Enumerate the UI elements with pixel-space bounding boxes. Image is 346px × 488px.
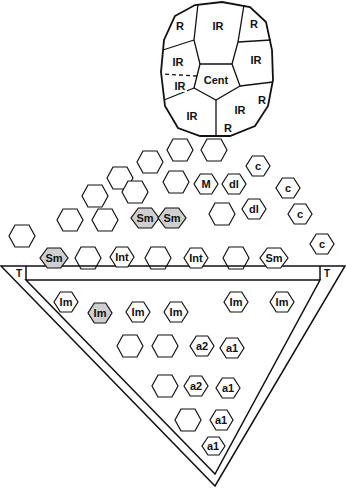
plates: [9, 139, 249, 431]
plate-label: Cent: [203, 74, 229, 86]
plate-label: c: [319, 238, 325, 250]
plate: Int: [109, 246, 135, 268]
plate-label: Im: [230, 296, 243, 308]
plate-label: IR: [172, 56, 185, 68]
plate-label: IR: [174, 80, 187, 92]
plate-label: Sm: [136, 212, 153, 224]
calyx-plate: IR: [171, 56, 186, 69]
plate-label: Sm: [45, 252, 62, 264]
plate: Sm: [39, 247, 69, 269]
plate: Im: [163, 301, 189, 323]
plate: a1: [219, 337, 245, 359]
plate: a1: [215, 377, 241, 399]
plate: c: [287, 203, 313, 225]
plate-label: IR: [186, 110, 199, 122]
plate: dl: [221, 173, 247, 195]
plate: Im: [223, 291, 249, 313]
calyx: [161, 2, 273, 136]
plate-label: R: [175, 20, 185, 32]
calyx-plate: Cent: [202, 74, 231, 87]
plate: dl: [241, 198, 267, 220]
plate: Int: [183, 247, 209, 269]
plate: a1: [209, 409, 234, 431]
plate-label: Sm: [265, 252, 282, 264]
calyx-plate: R: [174, 20, 186, 33]
plate-label: IR: [234, 104, 247, 116]
plate-label: dl: [249, 203, 259, 215]
plate-label: c: [255, 160, 261, 172]
calyx-plate: R: [222, 122, 234, 135]
plate: a1: [201, 436, 226, 456]
plate-label: IR: [212, 20, 225, 32]
plate-label: dl: [229, 178, 239, 190]
plate-label: Im: [60, 296, 73, 308]
plate: a2: [189, 335, 215, 357]
plate-label: c: [285, 182, 291, 194]
plate-label: Int: [189, 252, 202, 264]
plate-label: R: [223, 122, 233, 134]
plate-label: Im: [94, 307, 107, 319]
plate-label: a1: [222, 382, 234, 394]
corner-label: T: [324, 268, 330, 279]
plate-label: Sm: [163, 212, 180, 224]
plate: Sm: [130, 207, 160, 229]
plate-label: R: [257, 94, 267, 106]
plate: c: [275, 177, 301, 199]
plate-label: a1: [226, 342, 238, 354]
plate-label: Im: [170, 306, 183, 318]
plate-label: a1: [207, 440, 219, 452]
calyx-plate: R: [248, 18, 260, 31]
plate-label: Int: [115, 251, 128, 263]
plate: Im: [53, 291, 79, 313]
plate-label: R: [249, 18, 259, 30]
plate: M: [193, 173, 219, 195]
plate-label: IR: [250, 54, 263, 66]
calyx-plate: IR: [233, 104, 248, 117]
calyx-plate: IR: [211, 20, 226, 33]
plate: Sm: [259, 247, 289, 269]
plate-label: M: [201, 178, 210, 190]
calyx-plate: IR: [173, 80, 188, 93]
plate-label: Im: [132, 306, 145, 318]
frame: [1, 266, 345, 486]
corner-label: T: [16, 268, 22, 279]
plate-label: a2: [196, 340, 208, 352]
plate: Im: [87, 302, 113, 324]
plate: c: [245, 155, 271, 177]
plate-label: c: [297, 208, 303, 220]
plate-label: a1: [215, 414, 227, 426]
plate: Im: [125, 301, 151, 323]
plate-label: Im: [276, 296, 289, 308]
plate-label: a2: [190, 380, 202, 392]
plate: Im: [269, 291, 295, 313]
plate: Sm: [157, 207, 187, 229]
calyx-plate: R: [256, 94, 268, 107]
calyx-plate: IR: [185, 110, 200, 123]
calyx-plate: IR: [249, 54, 264, 67]
plate: a2: [183, 375, 209, 397]
plate: c: [309, 233, 335, 255]
